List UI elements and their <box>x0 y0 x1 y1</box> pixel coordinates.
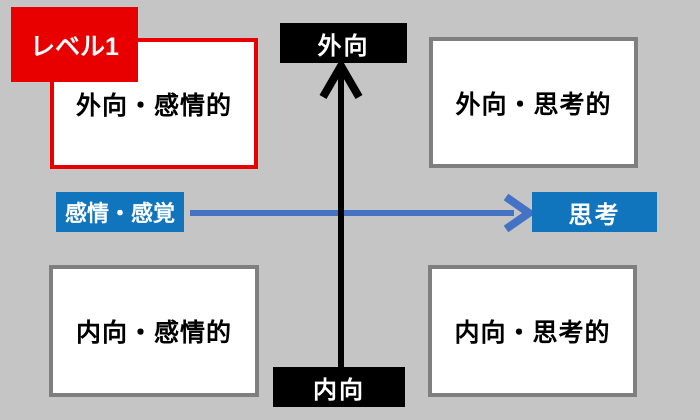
quadrant-label: 外向・思考的 <box>455 90 612 119</box>
level-badge: レベル1 <box>11 7 138 82</box>
axis-label-introvert: 内向 <box>273 367 405 407</box>
quadrant-extrovert-thinking: 外向・思考的 <box>429 37 638 168</box>
quadrant-label: 内向・感情的 <box>75 319 232 347</box>
right-arrowhead-icon <box>503 193 537 233</box>
quadrant-introvert-feeling: 内向・感情的 <box>49 265 259 397</box>
quadrant-label: 内向・思考的 <box>454 319 611 347</box>
quadrant-label: 外向・感情的 <box>75 91 232 120</box>
axis-label-feeling-sensing: 感情・感覚 <box>56 192 184 232</box>
quadrant-introvert-thinking: 内向・思考的 <box>428 265 637 397</box>
axis-label-extrovert: 外向 <box>280 23 407 63</box>
axis-label-thinking: 思考 <box>532 192 657 232</box>
up-arrowhead-icon <box>319 58 363 100</box>
